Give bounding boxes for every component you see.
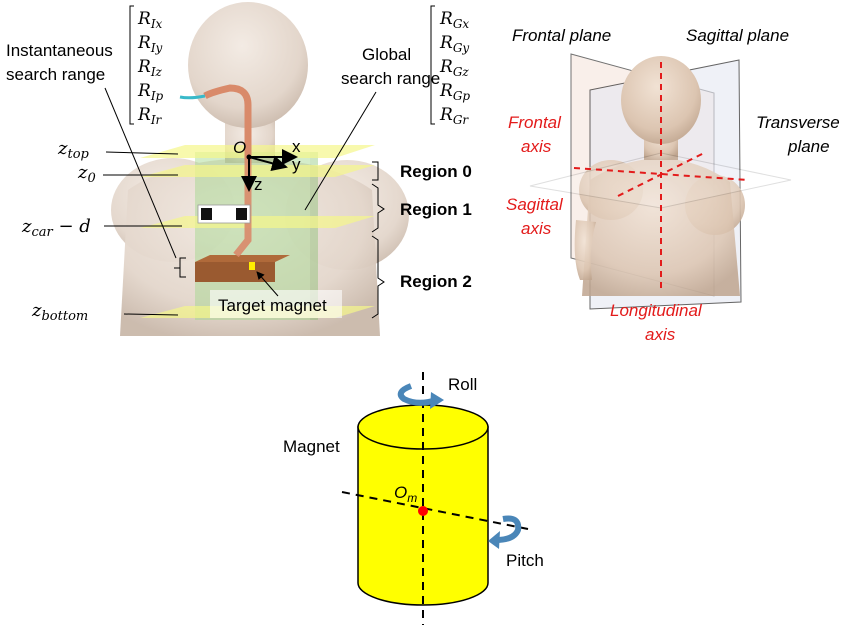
param-r-ip: RIp [137, 81, 164, 103]
axis-y-label: y [292, 155, 301, 174]
axis-y-arrow [248, 155, 288, 172]
global-params: RGx RGy RGz RGp RGr [439, 9, 470, 127]
longitudinal-axis-label-line1: Longitudinal [610, 301, 703, 320]
instantaneous-bracket [174, 257, 186, 278]
sagittal-axis-label-line1: Sagittal [506, 195, 564, 214]
pitch-label: Pitch [506, 551, 544, 570]
frontal-axis-line [573, 167, 749, 181]
instantaneous-params-bracket [129, 5, 134, 125]
param-r-gx: RGx [439, 9, 469, 31]
region-brackets [371, 161, 385, 319]
param-r-gy: RGy [439, 33, 469, 55]
magnet-center-point [418, 506, 428, 516]
coordinate-frame: O x y z [233, 137, 301, 194]
magnet-label: Magnet [283, 437, 340, 456]
global-pointer [304, 91, 377, 211]
global-label-line1: Global [362, 45, 411, 64]
frontal-axis-label-line2: axis [521, 137, 552, 156]
anatomical-axes [573, 62, 749, 292]
global-label-line2: search range [341, 69, 440, 88]
param-r-ir: RIr [137, 105, 163, 127]
param-r-gr: RGr [439, 105, 469, 127]
global-params-bracket [430, 5, 435, 125]
z-zero-label: z0 [77, 162, 96, 186]
region-2-label: Region 2 [400, 272, 472, 291]
pitch-arrow [488, 515, 522, 549]
sensor-array [197, 204, 251, 224]
magnet-origin-label: Om [394, 483, 417, 505]
param-r-iz: RIz [137, 57, 163, 79]
param-r-gp: RGp [439, 81, 470, 103]
right-panel: Frontal plane Sagittal plane Transverse … [506, 26, 840, 344]
longitudinal-axis-label-line2: axis [645, 325, 676, 344]
target-magnet-pointer [256, 271, 279, 297]
bottom-panel: Om Roll Magnet Pitch [283, 372, 544, 625]
param-r-iy: RIy [137, 33, 163, 55]
origin-label: O [233, 138, 246, 157]
frontal-plane-label: Frontal plane [512, 26, 611, 45]
plane-z-top [140, 145, 375, 158]
instantaneous-params: RIx RIy RIz RIp RIr [137, 9, 164, 127]
sagittal-plane-label: Sagittal plane [686, 26, 789, 45]
z-level-labels: ztop z0 zcar − d zbottom [21, 138, 182, 324]
left-panel: O x y z Target magnet Instantaneous sear… [6, 2, 472, 336]
plane-z-zero [140, 165, 375, 177]
sagittal-axis-label-line2: axis [521, 219, 552, 238]
instantaneous-search-volume [195, 255, 290, 282]
z-top-label: ztop [57, 138, 90, 162]
instantaneous-label-line1: Instantaneous [6, 41, 113, 60]
roll-arrow [397, 383, 444, 409]
z-bottom-label: zbottom [31, 300, 88, 324]
axis-x-label: x [292, 137, 301, 156]
pitch-axis-line [341, 491, 529, 530]
region-0-label: Region 0 [400, 162, 472, 181]
roll-label: Roll [448, 375, 477, 394]
transverse-plane-label-line2: plane [787, 137, 830, 156]
target-magnet-label: Target magnet [218, 296, 327, 315]
axis-z-label: z [254, 175, 263, 194]
instantaneous-pointer [104, 87, 177, 259]
sagittal-axis-line [617, 151, 707, 197]
mannequin-head [188, 2, 308, 128]
z-car-label: zcar − d [21, 216, 91, 240]
param-r-gz: RGz [439, 57, 469, 79]
instantaneous-label-line2: search range [6, 65, 105, 84]
transverse-plane-label-line1: Transverse [756, 113, 840, 132]
transverse-plane-shape [529, 152, 792, 209]
frontal-axis-label-line1: Frontal [508, 113, 562, 132]
param-r-ix: RIx [137, 9, 163, 31]
target-magnet-marker [249, 262, 255, 270]
region-1-label: Region 1 [400, 200, 472, 219]
